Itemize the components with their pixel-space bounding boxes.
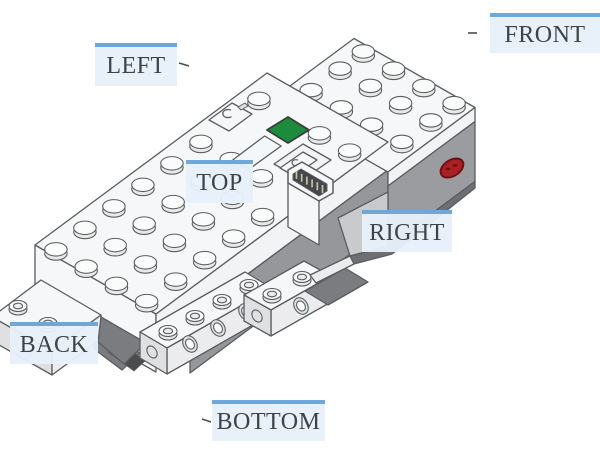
clip-plate-left (208, 102, 253, 132)
usb-port (287, 161, 334, 246)
label-left: LEFT (95, 43, 177, 86)
label-right: RIGHT (362, 210, 452, 252)
indicator-led (439, 157, 465, 179)
label-top: TOP (186, 160, 253, 203)
label-bottom: BOTTOM (212, 400, 325, 441)
label-back: BACK (10, 322, 98, 364)
leader-lines (178, 32, 477, 423)
front-deck (266, 37, 476, 173)
bottom-technic-bricks (139, 260, 369, 375)
label-front: FRONT (490, 13, 600, 53)
underside-shadow (97, 316, 147, 365)
green-button (266, 116, 310, 144)
